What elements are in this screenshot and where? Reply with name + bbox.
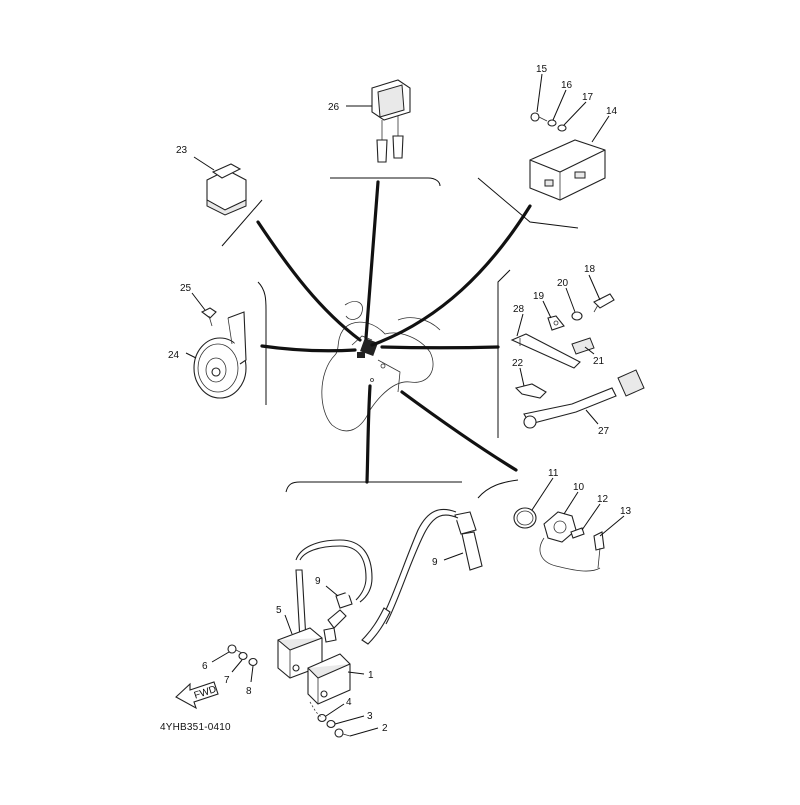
part-15-bolt [530, 112, 548, 122]
part-14-igniter-unit [529, 139, 606, 201]
part-17-washer [557, 124, 567, 132]
callout-15: 15 [536, 64, 548, 75]
part-12-screw [570, 527, 585, 539]
part-3-washer [326, 719, 336, 729]
part-24-horn [193, 311, 247, 399]
callout-16: 16 [561, 80, 573, 91]
callout-4: 4 [346, 697, 352, 708]
callout-19: 19 [533, 291, 545, 302]
part-11-o-ring [513, 507, 537, 529]
callout-26: 26 [328, 102, 340, 113]
callout-21: 21 [593, 356, 605, 367]
callout-leaders [185, 73, 625, 737]
callout-9-right: 9 [432, 557, 438, 568]
part-1-ignition-coil [307, 653, 351, 705]
part-2-bolt [334, 728, 351, 738]
callout-27: 27 [598, 426, 610, 437]
part-20-washer [571, 311, 583, 321]
callout-20: 20 [557, 278, 569, 289]
callout-5: 5 [276, 605, 282, 616]
callout-23: 23 [176, 145, 188, 156]
callout-18: 18 [584, 264, 596, 275]
diagram-code: 4YHB351-0410 [160, 722, 231, 733]
part-22-clamp [514, 383, 547, 399]
fwd-label: FWD [193, 684, 218, 702]
high-tension-cables [295, 508, 459, 645]
part-10-pickup-coil [539, 511, 601, 572]
part-21-plate [571, 337, 595, 355]
assembly-dash-line [309, 701, 323, 719]
callout-17: 17 [582, 92, 594, 103]
callout-7: 7 [224, 675, 230, 686]
part-9-plug-cap-left [323, 591, 353, 643]
part-7-washer [238, 651, 248, 661]
callout-22: 22 [512, 358, 524, 369]
part-25-bolt [200, 307, 217, 327]
part-19-bracket [547, 315, 565, 331]
fwd-arrow-icon: FWD [175, 681, 219, 710]
part-9-plug-cap-right [454, 511, 483, 571]
callout-8: 8 [246, 686, 252, 697]
callout-6: 6 [202, 661, 208, 672]
callout-10: 10 [573, 482, 585, 493]
location-leaders [256, 180, 532, 484]
part-16-washer [547, 119, 557, 127]
part-18-switch [593, 293, 615, 313]
part-27-wire-harness [523, 369, 645, 429]
motorcycle-frame-sketch [321, 301, 441, 432]
part-13-lead-terminal [593, 531, 605, 569]
callout-labels: 1 2 3 4 5 6 7 8 9 9 10 11 12 13 14 15 16… [168, 64, 632, 734]
part-26-connector [371, 79, 411, 163]
callout-9-left: 9 [315, 576, 321, 587]
group-brackets [221, 177, 579, 499]
part-23-relay [206, 163, 247, 216]
callout-1: 1 [368, 670, 374, 681]
callout-24: 24 [168, 350, 180, 361]
callout-14: 14 [606, 106, 618, 117]
callout-28: 28 [513, 304, 525, 315]
callout-11: 11 [548, 468, 559, 479]
callout-3: 3 [367, 711, 373, 722]
callout-2: 2 [382, 723, 388, 734]
callout-12: 12 [597, 494, 609, 505]
part-28-cable-tie [510, 333, 581, 369]
callout-13: 13 [620, 506, 632, 517]
part-6-bolt [227, 644, 245, 655]
part-8-washer [248, 657, 258, 667]
callout-25: 25 [180, 283, 192, 294]
